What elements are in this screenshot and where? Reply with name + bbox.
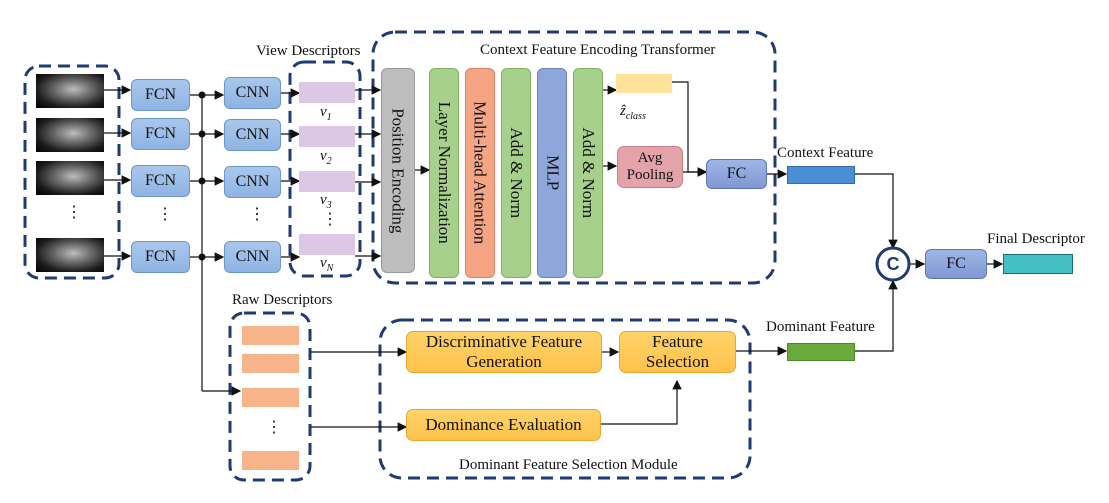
- cnn-label: CNN: [235, 172, 270, 190]
- view-descriptor-label-2: v2: [320, 148, 332, 167]
- raw-descriptor-bar-1: [242, 326, 299, 345]
- raw-descriptor-bar-n: [242, 451, 299, 470]
- fcn-block-1: FCN: [131, 79, 190, 111]
- junction-dot: [198, 91, 206, 99]
- junction-dot: [198, 177, 206, 185]
- raw-descriptors-title: Raw Descriptors: [232, 292, 333, 308]
- ellipsis: ⋮: [249, 206, 265, 223]
- z-class-token: [616, 74, 672, 93]
- multi-head-attention-label: Multi-head Attention: [470, 101, 490, 245]
- junction-dot: [198, 253, 206, 261]
- cnn-block-2: CNN: [224, 119, 281, 151]
- junction-dot: [198, 130, 206, 138]
- cnn-block-3: CNN: [224, 166, 281, 198]
- discriminative-label: Discriminative Feature Generation: [425, 332, 583, 371]
- fcn-block-2: FCN: [131, 118, 190, 150]
- discriminative-feature-generation-block: Discriminative Feature Generation: [406, 331, 602, 373]
- final-descriptor-bar: [1003, 254, 1073, 274]
- concat-label: C: [886, 253, 900, 274]
- view-descriptor-bar-n: [299, 234, 355, 255]
- fcn-label: FCN: [144, 247, 177, 265]
- dominant-feature-label: Dominant Feature: [766, 319, 875, 335]
- dominance-label: Dominance Evaluation: [425, 415, 582, 435]
- layer-normalization-label: Layer Normalization: [434, 101, 454, 245]
- view-descriptor-label-3: v3: [320, 192, 332, 211]
- cnn-label: CNN: [235, 83, 270, 101]
- view-descriptors-title: View Descriptors: [256, 43, 361, 59]
- ellipsis: ⋮: [66, 204, 82, 221]
- ellipsis: ⋮: [266, 419, 282, 436]
- context-feature-bar: [787, 166, 855, 184]
- cnn-block-n: CNN: [224, 241, 281, 273]
- cnn-label: CNN: [235, 125, 270, 143]
- add-norm-label: Add & Norm: [578, 127, 598, 219]
- position-encoding-label: Position Encoding: [388, 107, 408, 234]
- transformer-title: Context Feature Encoding Transformer: [480, 42, 716, 58]
- z-class-label: ẑclass: [620, 103, 646, 122]
- view-descriptors-frame: [288, 60, 362, 278]
- selection-module-frame: [378, 318, 752, 480]
- feature-selection-label: Feature Selection: [645, 332, 710, 371]
- view-descriptor-label-1: v1: [320, 104, 332, 123]
- view-descriptor-bar-3: [299, 171, 355, 192]
- view-descriptor-bar-1: [299, 82, 355, 103]
- add-norm-block-1: Add & Norm: [501, 68, 531, 278]
- concat-circle: [875, 246, 911, 282]
- fc-block-context: FC: [706, 159, 767, 189]
- raw-descriptors-frame: [228, 311, 312, 482]
- avg-pooling-block: Avg Pooling: [617, 146, 683, 188]
- add-norm-label: Add & Norm: [506, 127, 526, 219]
- dominance-evaluation-block: Dominance Evaluation: [406, 409, 601, 441]
- ellipsis: ⋮: [157, 206, 173, 223]
- raw-descriptor-bar-3: [242, 388, 299, 407]
- view-image-1: [36, 74, 104, 108]
- fcn-label: FCN: [144, 171, 177, 189]
- fcn-block-3: FCN: [131, 165, 190, 197]
- multi-head-attention-block: Multi-head Attention: [465, 68, 495, 278]
- ellipsis: ⋮: [322, 211, 338, 228]
- fc-label: FC: [726, 164, 747, 182]
- context-feature-label: Context Feature: [777, 145, 874, 161]
- final-descriptor-label: Final Descriptor: [987, 231, 1085, 247]
- view-descriptor-label-n: vN: [320, 255, 334, 274]
- view-image-2: [36, 118, 104, 152]
- add-norm-block-2: Add & Norm: [573, 68, 603, 278]
- feature-selection-block: Feature Selection: [619, 331, 736, 373]
- fcn-block-n: FCN: [131, 241, 190, 273]
- fc-label: FC: [946, 254, 966, 272]
- raw-descriptor-bar-2: [242, 354, 299, 373]
- view-descriptor-bar-2: [299, 126, 355, 147]
- dominant-feature-bar: [787, 343, 855, 361]
- mlp-block: MLP: [537, 68, 567, 278]
- mlp-label: MLP: [542, 155, 562, 191]
- view-image-3: [36, 161, 104, 195]
- view-image-n: [36, 238, 104, 272]
- selection-module-title: Dominant Feature Selection Module: [459, 457, 678, 473]
- avg-pooling-label: Avg Pooling: [626, 149, 674, 183]
- transformer-frame: [371, 30, 777, 285]
- fcn-label: FCN: [144, 85, 177, 103]
- position-encoding-block: Position Encoding: [381, 68, 415, 273]
- cnn-block-1: CNN: [224, 77, 281, 109]
- fc-block-final: FC: [925, 249, 987, 279]
- input-views-frame: [23, 64, 121, 280]
- fcn-label: FCN: [144, 124, 177, 142]
- cnn-label: CNN: [235, 247, 270, 265]
- layer-normalization-block: Layer Normalization: [429, 68, 459, 278]
